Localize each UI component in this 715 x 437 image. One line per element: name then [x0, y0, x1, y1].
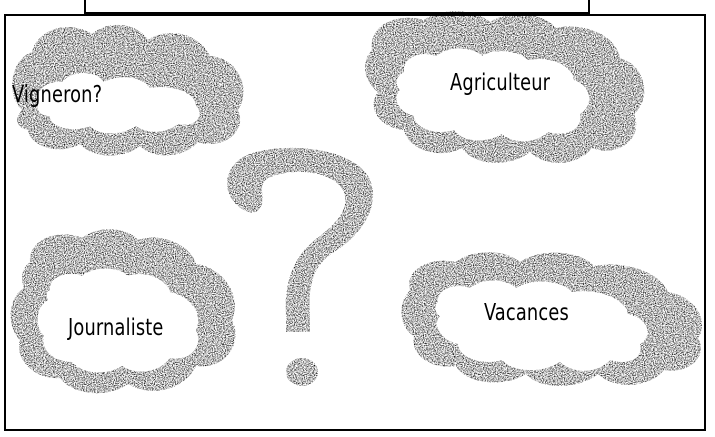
title-box	[84, 0, 590, 14]
page-frame	[4, 14, 706, 431]
cloud-icon-vacances	[401, 252, 703, 386]
cloud-icon-journaliste	[10, 229, 236, 394]
label-vacances: Vacances	[484, 300, 569, 326]
label-journaliste: Journaliste	[68, 315, 164, 341]
label-agriculteur: Agriculteur	[450, 70, 551, 96]
cloud-icon-agriculteur	[365, 11, 645, 163]
question-mark-icon	[227, 147, 374, 386]
label-vigneron: Vigneron?	[12, 82, 103, 108]
cloud-icon-vigneron	[12, 24, 244, 156]
